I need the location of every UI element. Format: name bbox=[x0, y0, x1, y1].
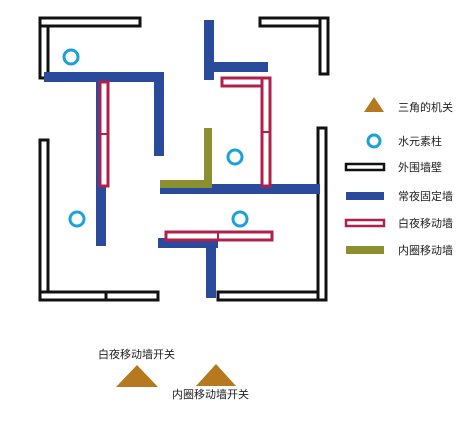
outer-wall-segment bbox=[258, 16, 330, 28]
outer-wall-segment bbox=[216, 290, 328, 302]
fixed-wall-icon bbox=[346, 192, 384, 200]
legend-label: 外围墙壁 bbox=[398, 160, 442, 174]
legend-label: 内圈移动墙 bbox=[398, 243, 453, 257]
inner-ring-wall-segment bbox=[160, 180, 208, 188]
outer-wall-segment bbox=[38, 16, 142, 28]
legend: 三角的机关 水元素柱 外围墙壁 常夜固定墙 白夜移动墙 内圈移动墙 bbox=[344, 97, 453, 257]
water-pillar bbox=[62, 48, 80, 66]
day-night-walls bbox=[98, 76, 274, 242]
legend-label: 白夜移动墙 bbox=[398, 216, 453, 230]
outer-walls bbox=[38, 16, 330, 302]
water-pillar bbox=[226, 148, 244, 166]
water-pillar bbox=[231, 210, 249, 228]
fixed-wall-segment bbox=[160, 184, 320, 194]
switch-label: 白夜移动墙开关 bbox=[98, 347, 175, 361]
fixed-wall-segment bbox=[154, 72, 164, 156]
inner-ring-wall-icon bbox=[346, 246, 384, 254]
triangle-icon bbox=[196, 364, 236, 386]
inner-ring-walls bbox=[160, 128, 212, 188]
fixed-walls bbox=[44, 20, 320, 298]
outer-wall-segment bbox=[316, 126, 328, 302]
outer-wall-segment bbox=[104, 290, 160, 302]
triangle-icon bbox=[364, 97, 384, 112]
fixed-wall-segment bbox=[158, 238, 218, 248]
circle-icon bbox=[366, 133, 382, 149]
outer-wall-icon bbox=[344, 162, 386, 172]
fixed-wall-segment bbox=[204, 62, 268, 72]
day-night-wall-icon bbox=[344, 218, 386, 228]
fixed-wall-segment bbox=[204, 20, 214, 80]
legend-label: 三角的机关 bbox=[398, 100, 453, 114]
outer-wall-segment bbox=[38, 138, 50, 302]
water-pillar bbox=[68, 210, 86, 228]
switch-label: 内圈移动墙开关 bbox=[172, 387, 249, 401]
switches: 白夜移动墙开关 内圈移动墙开关 bbox=[98, 347, 249, 401]
inner-ring-wall-segment bbox=[204, 128, 212, 188]
legend-label: 常夜固定墙 bbox=[398, 189, 453, 203]
water-pillars bbox=[62, 48, 249, 228]
outer-wall-segment bbox=[318, 16, 330, 76]
outer-wall-segment bbox=[38, 290, 112, 302]
triangle-icon bbox=[116, 365, 158, 387]
legend-label: 水元素柱 bbox=[398, 134, 442, 148]
fixed-wall-segment bbox=[44, 72, 164, 82]
fixed-wall-segment bbox=[206, 238, 216, 298]
